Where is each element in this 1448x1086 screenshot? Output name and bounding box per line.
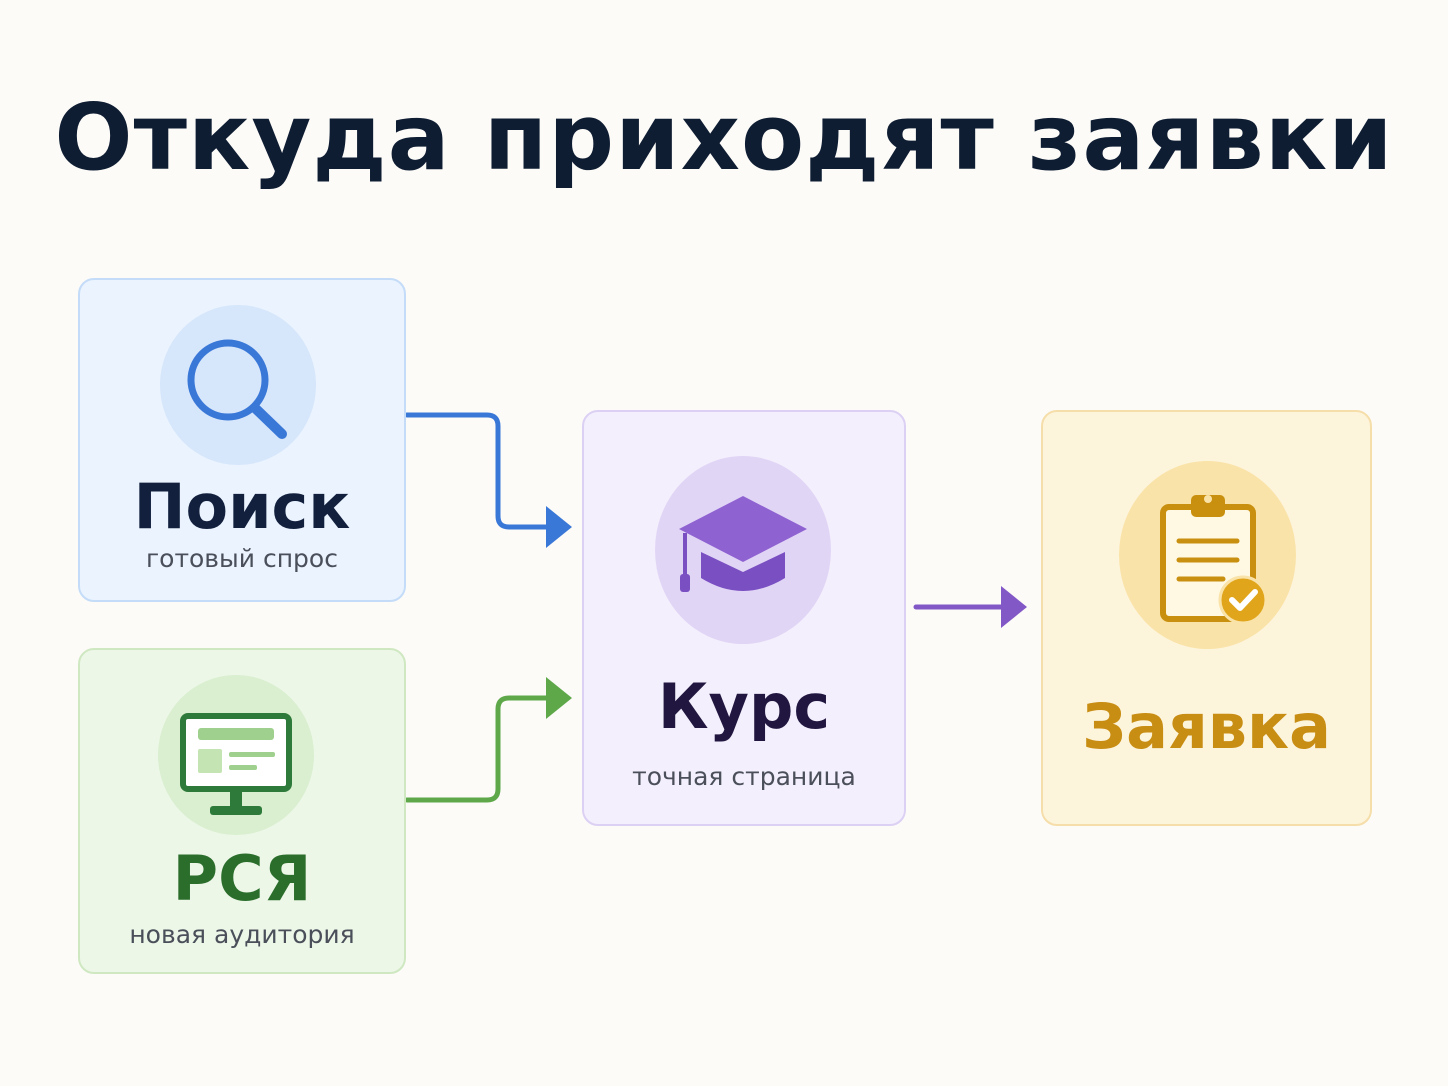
node-search: Поиск готовый спрос: [78, 278, 406, 602]
clipboard-check-icon: [1160, 495, 1268, 625]
arrow-rsya-to-course: [404, 695, 553, 803]
node-course-title: Курс: [657, 670, 831, 743]
node-search-title: Поиск: [133, 470, 351, 543]
node-rsya-subtitle: новая аудитория: [129, 920, 355, 949]
node-lead: Заявка: [1041, 410, 1372, 826]
clipboard-check-icon-circle: [1119, 461, 1296, 649]
monitor-icon: [180, 713, 292, 815]
arrow-head-rsya: [546, 677, 572, 719]
node-lead-title: Заявка: [1082, 690, 1331, 763]
node-rsya: РСЯ новая аудитория: [78, 648, 406, 974]
graduation-cap-icon-circle: [655, 456, 831, 644]
node-course-subtitle: точная страница: [632, 762, 856, 791]
node-rsya-title: РСЯ: [172, 842, 312, 915]
arrow-head-search: [546, 506, 572, 548]
monitor-icon-circle: [158, 675, 314, 835]
node-search-subtitle: готовый спрос: [146, 544, 338, 573]
arrow-search-to-course: [404, 412, 553, 530]
arrow-head-course: [1001, 586, 1027, 628]
diagram-title: Откуда приходят заявки: [54, 84, 1394, 191]
node-course: Курс точная страница: [582, 410, 906, 826]
search-icon-circle: [160, 305, 316, 465]
graduation-cap-icon: [679, 496, 807, 592]
search-icon: [187, 339, 287, 439]
